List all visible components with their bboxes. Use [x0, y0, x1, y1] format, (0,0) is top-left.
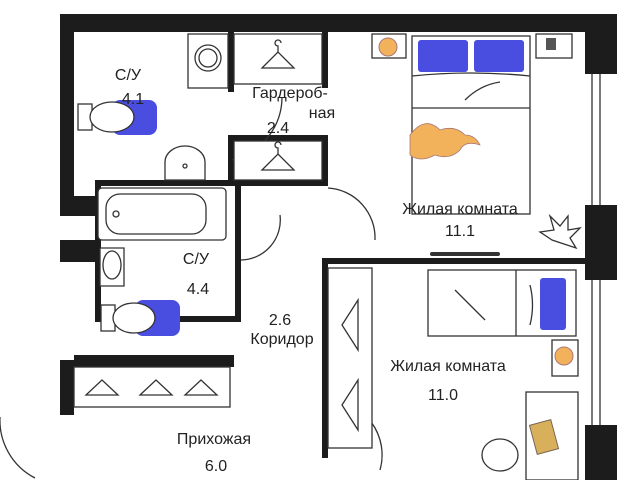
- room-name-living-room-1: Жилая комната: [402, 201, 518, 218]
- toilet-icon: [77, 100, 157, 135]
- room-name-hallway: Прихожая: [177, 431, 251, 448]
- hanger-icon: [233, 140, 323, 181]
- room-name-bathroom-2: С/У: [183, 251, 210, 268]
- room-area-bathroom-2: 4.4: [187, 281, 209, 298]
- room-name-living-room-2: Жилая комната: [390, 358, 506, 375]
- room-name-bathroom-1: С/У: [115, 67, 142, 84]
- double-bed-icon: [409, 35, 531, 215]
- room-name-wardrobe-line1: Гардероб-: [252, 85, 328, 102]
- plant-icon: [538, 213, 582, 250]
- nightstand-lamp-icon: [551, 339, 579, 377]
- room-name-corridor: Коридор: [250, 331, 313, 348]
- room-name-wardrobe-line2: ная: [309, 105, 335, 122]
- hanger-icon: [233, 33, 323, 85]
- walls: [60, 14, 617, 480]
- sink-icon: [99, 247, 125, 287]
- room-area-hallway: 6.0: [205, 458, 227, 475]
- room-area-wardrobe: 2.4: [267, 120, 289, 137]
- washing-machine-icon: [187, 33, 229, 89]
- bathtub-icon: [97, 187, 227, 241]
- single-bed-icon: [427, 269, 577, 337]
- room-area-living-room-1: 11.1: [445, 223, 475, 240]
- room-area-living-room-2: 11.0: [428, 387, 458, 404]
- nightstand-lamp-icon: [371, 33, 407, 59]
- tv-icon: [430, 252, 500, 256]
- room-area-bathroom-1: 4.1: [122, 91, 144, 108]
- closet-icon: [327, 267, 373, 449]
- room-area-corridor: 2.6: [269, 312, 291, 329]
- desk-icon: [481, 391, 579, 480]
- sink-icon: [164, 145, 206, 181]
- toilet-icon: [100, 300, 180, 336]
- wardrobe-hangers: [73, 366, 231, 408]
- nightstand-icon: [535, 33, 573, 59]
